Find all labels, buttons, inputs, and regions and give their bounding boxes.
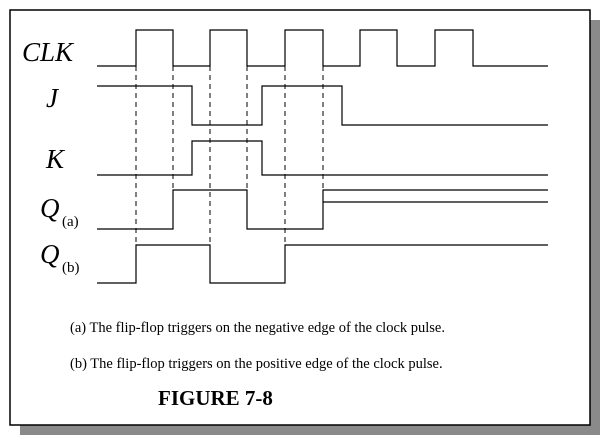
k-waveform [97,140,548,176]
k-label: K [45,144,66,174]
qa-label: Q [40,193,60,223]
qa-subscript: (a) [62,214,79,230]
figure-frame [9,9,591,426]
qb-label: Q [40,239,60,269]
caption-a: (a) The flip-flop triggers on the negati… [70,320,445,336]
j-label: J [46,83,60,113]
clk-waveform [97,29,548,67]
figure-label: FIGURE 7-8 [158,386,273,410]
caption-b: (b) The flip-flop triggers on the positi… [70,356,443,372]
clk-label: CLK [22,37,75,67]
j-waveform [97,85,548,126]
qb-subscript: (b) [62,260,80,276]
